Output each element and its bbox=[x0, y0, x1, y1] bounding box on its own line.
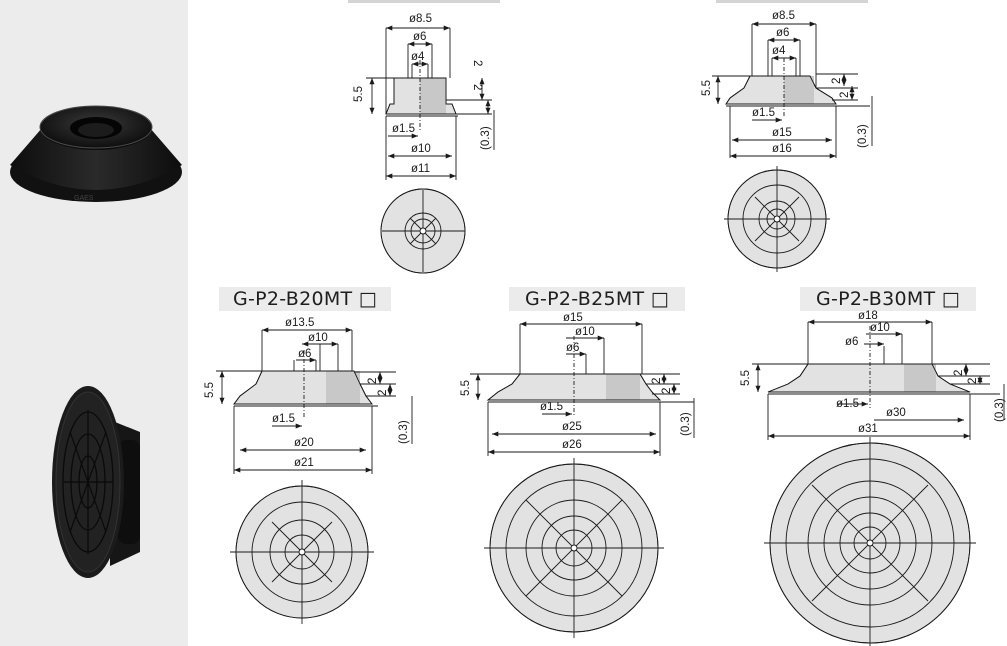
dim-d6: ø6 bbox=[776, 27, 789, 39]
dim-h2b: 2 bbox=[839, 92, 851, 98]
dim-h2a: 2 bbox=[831, 78, 843, 84]
dim-h2b: 2 bbox=[661, 388, 673, 394]
drawing-b15 bbox=[712, 21, 873, 272]
dim-d6: ø6 bbox=[566, 342, 579, 354]
dim-d10: ø10 bbox=[308, 332, 328, 344]
label-bar-b15 bbox=[716, 0, 868, 3]
dim-h03: (0.3) bbox=[398, 420, 410, 444]
model-label-b25: G-P2-B25MT □ bbox=[509, 287, 685, 311]
dim-h2a: 2 bbox=[471, 60, 483, 66]
dim-d15: ø1.5 bbox=[836, 398, 859, 410]
dim-h55: 5.5 bbox=[740, 370, 752, 386]
dim-h55: 5.5 bbox=[353, 86, 365, 102]
dim-h03: (0.3) bbox=[857, 124, 869, 148]
cup-photo-top: GAES bbox=[10, 105, 182, 202]
dim-d15: ø1.5 bbox=[752, 107, 775, 119]
dim-h2b: 2 bbox=[377, 390, 389, 396]
drawing-b25 bbox=[470, 321, 695, 638]
dim-d4: ø4 bbox=[772, 45, 786, 57]
dim-d11: ø11 bbox=[411, 163, 430, 175]
dim-d6: ø6 bbox=[845, 336, 858, 348]
model-label-b30: G-P2-B30MT □ bbox=[800, 287, 976, 311]
dim-h55: 5.5 bbox=[701, 80, 713, 96]
dim-d16: ø16 bbox=[772, 143, 792, 155]
product-photo-panel: GAES bbox=[0, 0, 188, 646]
dim-h03: (0.3) bbox=[480, 126, 492, 150]
svg-text:GAES: GAES bbox=[74, 195, 94, 202]
dim-h2a: 2 bbox=[953, 370, 965, 376]
dim-d135: ø13.5 bbox=[285, 317, 314, 329]
dim-d31: ø31 bbox=[858, 423, 878, 435]
dim-d30: ø30 bbox=[886, 407, 906, 419]
dim-d26: ø26 bbox=[562, 439, 582, 451]
dim-d18: ø18 bbox=[858, 310, 878, 322]
dim-d15b: ø15 bbox=[563, 312, 583, 324]
dim-d15: ø1.5 bbox=[272, 413, 295, 425]
dim-h03: (0.3) bbox=[994, 398, 1006, 422]
dim-h2a: 2 bbox=[367, 378, 379, 384]
label-bar-b10 bbox=[348, 0, 500, 3]
dim-d15: ø1.5 bbox=[540, 401, 563, 413]
dim-d6: ø6 bbox=[298, 348, 311, 360]
dim-d15b: ø15 bbox=[772, 127, 792, 139]
dim-d25: ø25 bbox=[562, 421, 582, 433]
dim-d6: ø6 bbox=[413, 31, 426, 43]
dim-h2b: 2 bbox=[471, 84, 483, 90]
dim-d10: ø10 bbox=[870, 322, 890, 334]
drawing-b30 bbox=[752, 319, 1005, 646]
product-photos: GAES bbox=[10, 105, 182, 578]
dim-h2b: 2 bbox=[967, 378, 979, 384]
dim-d4: ø4 bbox=[411, 51, 425, 63]
dim-h55: 5.5 bbox=[204, 382, 216, 398]
dim-h03: (0.3) bbox=[680, 412, 692, 436]
dim-d15: ø1.5 bbox=[392, 123, 415, 135]
cup-photo-bottom bbox=[52, 386, 140, 578]
dim-h55: 5.5 bbox=[460, 380, 472, 396]
dim-d85: ø8.5 bbox=[409, 13, 432, 25]
dim-d10: ø10 bbox=[411, 143, 431, 155]
dim-d21: ø21 bbox=[294, 457, 314, 469]
drawing-b20 bbox=[216, 327, 413, 624]
dim-d20: ø20 bbox=[294, 437, 314, 449]
dim-h2a: 2 bbox=[651, 378, 663, 384]
dim-d85: ø8.5 bbox=[772, 10, 795, 22]
model-label-b20: G-P2-B20MT □ bbox=[219, 287, 391, 311]
drawing-b10 bbox=[366, 25, 495, 274]
dim-d10: ø10 bbox=[575, 326, 595, 338]
